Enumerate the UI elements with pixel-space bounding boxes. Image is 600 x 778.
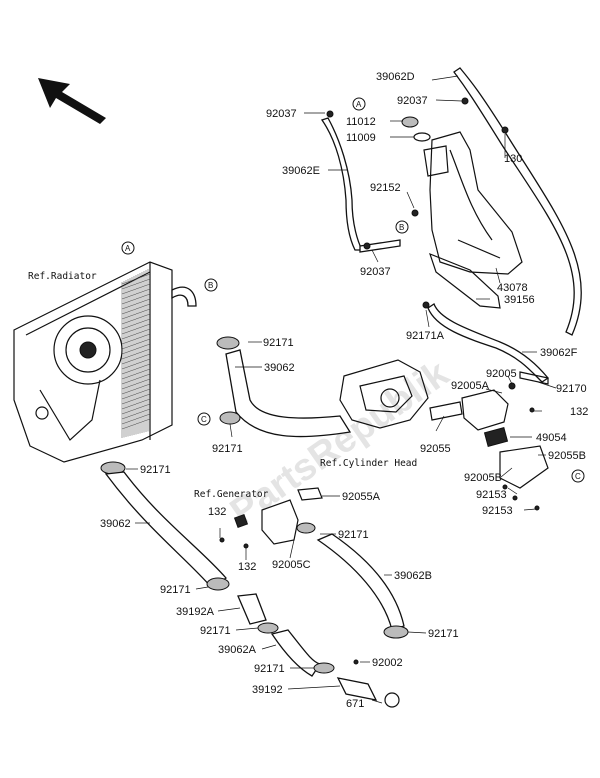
hose-39062B — [316, 533, 405, 631]
part-label: 92055 — [420, 443, 451, 455]
part-label: 92171 — [160, 584, 191, 596]
part-label: 39062D — [376, 71, 415, 83]
radiator — [13, 261, 197, 463]
part-label: 92037 — [360, 266, 391, 278]
part-label: 92002 — [372, 657, 403, 669]
connector-b-tank: B — [395, 220, 409, 234]
part-label: 92171 — [338, 529, 369, 541]
part-label: 11012 — [346, 116, 376, 128]
part-label: 39062 — [100, 518, 131, 530]
part-label: 92171 — [140, 464, 171, 476]
ref-radiator-label: Ref.Radiator — [28, 271, 97, 282]
thermostat-housing — [339, 359, 463, 429]
connector-b-radiator: B — [204, 278, 218, 292]
part-label: 92005 — [486, 368, 517, 380]
front-direction-arrow-icon — [38, 78, 106, 124]
clamp-92171 — [313, 662, 335, 674]
overflow-hose-39062F — [427, 303, 549, 383]
part-label: 92037 — [397, 95, 428, 107]
part-label: 39062E — [282, 165, 320, 177]
part-label: 92171 — [200, 625, 231, 637]
part-label: 92005B — [464, 472, 502, 484]
thermostat-cover — [461, 389, 549, 489]
radiator-hose-39062 — [225, 349, 352, 438]
part-label: 39062B — [394, 570, 432, 582]
lower-hose-39062 — [104, 471, 227, 589]
svg-text:C: C — [575, 472, 581, 481]
part-label: 39192A — [176, 606, 215, 618]
part-label: 49054 — [536, 432, 567, 444]
part-label: 39192 — [252, 684, 283, 696]
pipe-39192 — [336, 677, 378, 701]
pipe-39192A — [237, 593, 267, 625]
connector-c-cover: C — [571, 469, 585, 483]
o-ring-671 — [384, 692, 400, 708]
connector-c-hose: C — [197, 412, 211, 426]
svg-text:B: B — [208, 281, 213, 290]
leader-lines — [126, 75, 557, 704]
part-label: 92055B — [548, 450, 586, 462]
part-label: 39062 — [264, 362, 295, 374]
part-label: 92152 — [370, 182, 401, 194]
part-label: 11009 — [346, 132, 376, 144]
ref-cylinder-head-label: Ref.Cylinder Head — [320, 458, 417, 469]
part-label: 92171A — [406, 330, 445, 342]
clamp-92171 — [383, 625, 409, 639]
part-label: 92170 — [556, 383, 587, 395]
connector-a-top: A — [352, 97, 366, 111]
part-label: 130 — [504, 153, 522, 165]
part-label: 39156 — [504, 294, 535, 306]
part-label: 92005A — [451, 380, 490, 392]
part-label: 92171 — [428, 628, 459, 640]
part-label: 39062F — [540, 347, 578, 359]
part-label: 43078 — [497, 282, 528, 294]
ref-generator-label: Ref.Generator — [194, 489, 269, 500]
part-label: 671 — [346, 698, 364, 710]
clamp-92171 — [257, 622, 279, 634]
svg-text:B: B — [399, 223, 404, 232]
part-label: 92005C — [272, 559, 311, 571]
part-label: 92171 — [263, 337, 294, 349]
connector-a-radiator: A — [121, 241, 135, 255]
radiator-core-mesh — [121, 269, 151, 438]
reservoir-bracket-39156 — [429, 252, 501, 309]
part-label: 132 — [570, 406, 588, 418]
part-label: 92171 — [254, 663, 285, 675]
generator-union — [233, 487, 323, 545]
part-label: 132 — [238, 561, 256, 573]
part-label: 39062A — [218, 644, 257, 656]
clamp-92171 — [219, 411, 241, 425]
clamp-92171 — [296, 522, 316, 534]
part-label: 132 — [208, 506, 226, 518]
part-label: 92171 — [212, 443, 243, 455]
part-label: 92055A — [342, 491, 381, 503]
svg-text:C: C — [201, 415, 207, 424]
part-label: 92037 — [266, 108, 297, 120]
part-label: 92153 — [476, 489, 507, 501]
svg-text:A: A — [125, 244, 131, 253]
svg-text:A: A — [356, 100, 362, 109]
clamp-92171 — [206, 577, 230, 591]
part-labels: 39062D 92037 92037 11012 11009 130 39062… — [100, 71, 588, 710]
part-label: 92153 — [482, 505, 513, 517]
clamp-92171 — [216, 336, 240, 350]
